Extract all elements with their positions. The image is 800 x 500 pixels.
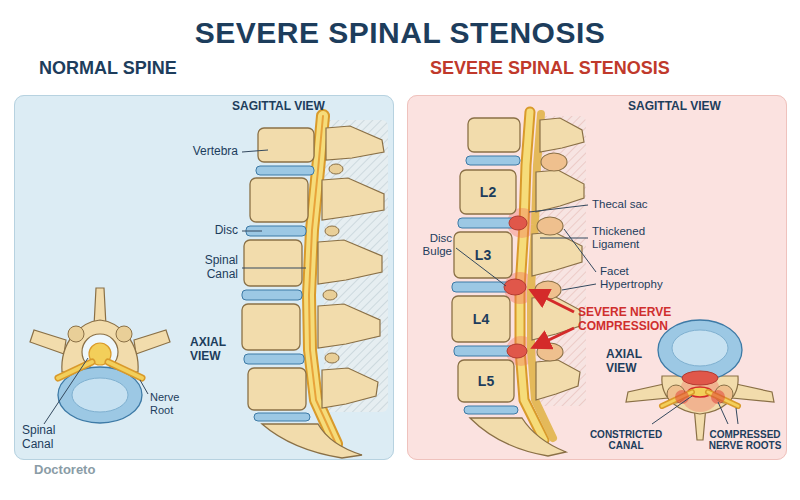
leader-line [540,238,588,239]
spinous-process [318,304,380,348]
nerve-root [58,362,92,378]
transverse-process [626,384,668,402]
nerve-root [108,362,142,378]
disc-bulge [504,279,526,295]
vertebra-body [242,304,300,350]
leader-line [652,396,692,424]
spinous-process [322,178,384,220]
disc-nucleus [672,330,728,366]
vertebra-level: L3 [475,247,491,263]
disc-bulge [682,371,718,385]
facet-joint [68,326,84,342]
compression-glow [675,390,689,404]
vertebra-body [244,240,302,286]
stenosis-panel: SEVERE SPINAL STENOSIS [407,95,787,460]
part-label: Disc Bulge [416,232,452,258]
facet-hypertrophy [535,281,561,299]
facet-hypertrophy [541,153,567,171]
leader-line [736,408,738,424]
disc [254,413,310,421]
nerve-root [58,362,92,378]
warning-label: SEVERE NERVE COMPRESSION [578,306,708,334]
panel-ground [407,95,787,460]
view-label: AXIAL VIEW [190,336,236,364]
view-label: SAGITTAL VIEW [628,100,721,114]
vertebra-body [458,360,514,402]
part-label: Thecal sac [592,198,648,211]
vertebra-body [250,178,308,222]
leader-line [140,380,148,394]
vertebra-body [248,368,306,410]
vertebra-body [258,128,314,162]
leader-line [242,268,306,269]
spinous-process [532,232,582,276]
sacrum [470,418,566,456]
spinous-process [536,170,584,212]
disc-bulge [509,216,527,230]
disc [454,346,514,356]
part-label: Disc [215,224,238,238]
compression-arrow [534,328,574,347]
vertebra-level: L5 [478,373,494,389]
spinous-process [326,126,384,160]
vertebra-body [468,118,520,152]
vertebra-body [452,296,510,342]
disc [244,354,304,364]
disc [464,406,518,414]
transverse-process [134,330,170,354]
part-label: Spinal Canal [22,424,66,452]
spinous-process [318,240,382,284]
part-label: COMPRESSED NERVE ROOTS [704,429,786,452]
spinous-process [540,118,584,152]
facet-joint [325,226,339,236]
transverse-process [732,384,774,402]
panel-ground [14,95,394,460]
leader-line [564,229,596,272]
diagram-title: SEVERE SPINAL STENOSIS [195,16,606,51]
disc [256,166,314,175]
facet-joint [323,290,337,300]
disc-bulge [507,344,527,358]
nerve-root [108,362,142,378]
facet-joint [329,164,343,174]
facet-joint [325,353,339,363]
vertebra-level: L2 [480,184,496,200]
leader-line [562,284,596,290]
part-label: Spinal Canal [194,254,238,282]
compression-arrow [532,291,574,312]
leader-line [44,358,88,424]
compression-glow [711,390,725,404]
vertebra-body [460,170,516,214]
facet-hypertrophy [537,217,563,235]
spinous-process [322,368,378,408]
leader-line [718,402,728,424]
vertebral-arch [62,320,138,372]
spinous-process [536,360,580,400]
transverse-process [30,330,66,354]
part-label: Thickened Ligament [592,225,652,251]
part-label: Nerve Root [150,391,188,416]
disc [466,156,520,165]
part-label: CONSTRICTED CANAL [586,429,666,452]
vertebra-level: L4 [473,311,489,327]
panel-heading: NORMAL SPINE [39,58,177,79]
leader-line [242,150,268,152]
facet-joint [116,326,132,342]
disc-nucleus [72,378,128,412]
panel-heading: SEVERE SPINAL STENOSIS [430,58,670,79]
part-label: Vertebra [193,145,238,159]
part-label: Facet Hypertrophy [600,265,670,291]
facet-hypertrophy [537,343,563,361]
disc [458,218,516,228]
view-label: SAGITTAL VIEW [232,100,325,114]
leader-line [242,231,262,232]
sacrum [262,424,362,458]
watermark: Doctoreto [34,463,95,478]
leader-line [529,205,588,212]
disc [242,290,302,300]
view-label: AXIAL VIEW [606,348,652,376]
vertebra-body [454,232,512,278]
